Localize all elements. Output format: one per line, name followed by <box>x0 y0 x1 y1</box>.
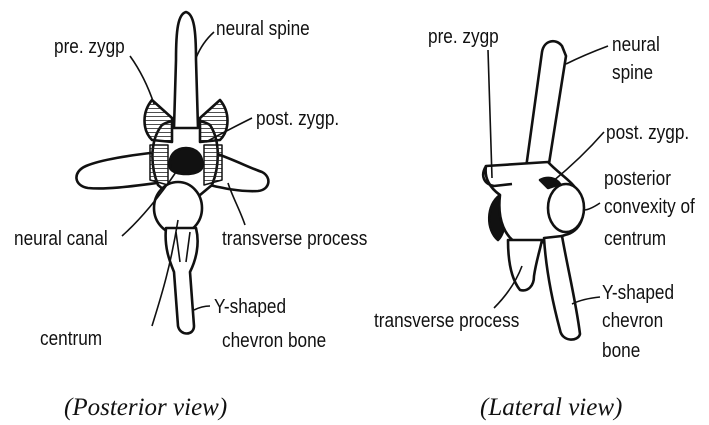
label-lateral-chevron-2: chevron <box>602 310 663 332</box>
label-chevron-line2: chevron bone <box>222 330 326 352</box>
neural-canal-shape <box>170 148 203 174</box>
label-neural-spine: neural spine <box>216 18 310 40</box>
caption-lateral-view: (Lateral view) <box>480 394 622 422</box>
label-pre-zygp: pre. zygp <box>54 36 125 58</box>
posterior-vertebra <box>76 12 268 334</box>
label-lateral-convexity-2: convexity of <box>604 196 695 218</box>
label-lateral-convexity-3: centrum <box>604 228 666 250</box>
label-lateral-convexity-1: posterior <box>604 168 671 190</box>
neural-spine-shape <box>174 12 198 128</box>
pre-zygapophysis-right <box>200 100 228 142</box>
centrum-shape <box>154 182 202 234</box>
label-lateral-spine: spine <box>612 62 653 84</box>
lateral-neural-spine-shape <box>526 41 566 170</box>
lateral-vertebra <box>483 41 584 339</box>
lateral-chevron-shape <box>544 236 580 340</box>
label-transverse-process: transverse process <box>222 228 367 250</box>
chevron-shape <box>166 228 198 334</box>
label-post-zygp: post. zygp. <box>256 108 339 130</box>
label-lateral-chevron-3: bone <box>602 340 640 362</box>
label-lateral-pre-zygp: pre. zygp <box>428 26 499 48</box>
label-lateral-post-zygp: post. zygp. <box>606 122 689 144</box>
label-lateral-neural: neural <box>612 34 660 56</box>
label-lateral-transverse-process: transverse process <box>374 310 519 332</box>
label-chevron-line1: Y-shaped <box>214 296 286 318</box>
posterior-convexity-shape <box>548 184 584 232</box>
label-lateral-chevron-1: Y-shaped <box>602 282 674 304</box>
pre-zygapophysis-left <box>145 100 173 142</box>
label-neural-canal: neural canal <box>14 228 108 250</box>
caption-posterior-view: (Posterior view) <box>64 394 227 422</box>
label-centrum: centrum <box>40 328 102 350</box>
